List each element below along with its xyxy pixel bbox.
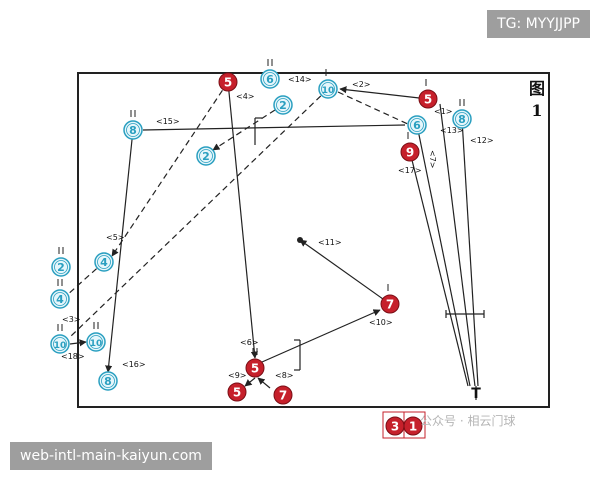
route-5-dashed: [111, 81, 229, 257]
route-label: <13>: [440, 126, 464, 135]
route-label: <17>: [398, 166, 422, 175]
path-line: [416, 124, 471, 387]
blue-ball: 8: [98, 371, 118, 391]
route-label: <4>: [236, 92, 255, 101]
red-ball: 5: [418, 89, 438, 109]
route-label: <14>: [288, 75, 312, 84]
blue-ball: 4: [50, 289, 70, 309]
red-ball: 3: [385, 416, 405, 436]
route-dashed-10-6: [337, 91, 411, 126]
figure-title-number: 1: [531, 101, 543, 120]
ball-number: 8: [104, 375, 112, 388]
blue-ball: 2: [51, 257, 71, 277]
route-label: <10>: [369, 318, 393, 327]
route-label: <16>: [122, 360, 146, 369]
ball-number: 5: [251, 362, 259, 376]
blue-ball: 6: [407, 115, 427, 135]
red-ball: 5: [245, 358, 265, 378]
route-label: <5>: [106, 233, 125, 242]
route-10: [261, 309, 381, 363]
route-label: <6>: [240, 338, 259, 347]
ball-number: 6: [266, 73, 274, 86]
watermark: 公众号 · 相云门球: [420, 414, 516, 428]
ball-number: 2: [279, 99, 287, 112]
route-11: [299, 239, 391, 305]
route-label: <9>: [228, 371, 247, 380]
route-label: <3>: [62, 315, 81, 324]
path-line: [461, 118, 479, 387]
ball-number: 9: [406, 146, 414, 160]
bottom-tag: web-intl-main-kaiyun.com: [10, 442, 212, 470]
figure-title: 图 1: [526, 78, 548, 122]
red-ball: 5: [227, 382, 247, 402]
target-point: [297, 237, 303, 243]
start-mark: T: [471, 386, 481, 402]
red-ball: 1: [403, 416, 423, 436]
route-18: [69, 339, 87, 347]
route-dashed-4-4: [65, 261, 105, 297]
top-tag: TG: MYYJJPP: [487, 10, 590, 38]
ball-number: 6: [413, 119, 421, 132]
route-label: <7>: [428, 150, 437, 169]
route-label: <11>: [318, 238, 342, 247]
ball-number: 7: [386, 298, 394, 312]
ball-number: 10: [322, 86, 335, 96]
ball-number: 8: [458, 113, 466, 126]
ball-number: 2: [202, 150, 210, 163]
ball-number: 5: [224, 76, 232, 90]
route-label: <1>: [434, 107, 453, 116]
blue-ball: 4: [94, 252, 114, 272]
route-9: [244, 377, 256, 387]
figure-title-char: 图: [528, 79, 545, 98]
blue-ball: 10: [86, 332, 106, 352]
red-ball: 5: [218, 72, 238, 92]
ball-number: 1: [409, 420, 417, 434]
ball-number: 10: [54, 341, 67, 351]
route-label: <18>: [61, 352, 85, 361]
blue-ball: 6: [260, 69, 280, 89]
blue-ball: 2: [273, 95, 293, 115]
route-2-dashed: [212, 109, 276, 151]
route-16: [105, 129, 134, 373]
court-border: [77, 72, 550, 408]
ball-number: 10: [90, 339, 103, 349]
ball-number: 5: [424, 93, 432, 107]
blue-ball: 10: [318, 79, 338, 99]
ball-number: 8: [129, 124, 137, 137]
route-15: [142, 124, 406, 131]
ball-number: 7: [279, 389, 287, 403]
blue-ball: 2: [196, 146, 216, 166]
route-5-solid: [227, 81, 258, 359]
route-8: [257, 377, 271, 389]
ball-number: 5: [233, 386, 241, 400]
red-ball: 9: [400, 142, 420, 162]
ball-number: 3: [391, 420, 399, 434]
red-ball: 7: [380, 294, 400, 314]
path-line: [439, 103, 476, 387]
route-2: [339, 86, 429, 100]
blue-ball: 8: [452, 109, 472, 129]
ball-number: 4: [56, 293, 64, 306]
route-label: <2>: [352, 80, 371, 89]
route-label: <15>: [156, 117, 180, 126]
path-line: [409, 151, 469, 387]
red-ball: 7: [273, 385, 293, 405]
blue-ball: 10: [50, 334, 70, 354]
route-label: <12>: [470, 136, 494, 145]
ball-number: 2: [57, 261, 65, 274]
blue-ball: 8: [123, 120, 143, 140]
ball-number: 4: [100, 256, 108, 269]
route-label: <8>: [275, 371, 294, 380]
